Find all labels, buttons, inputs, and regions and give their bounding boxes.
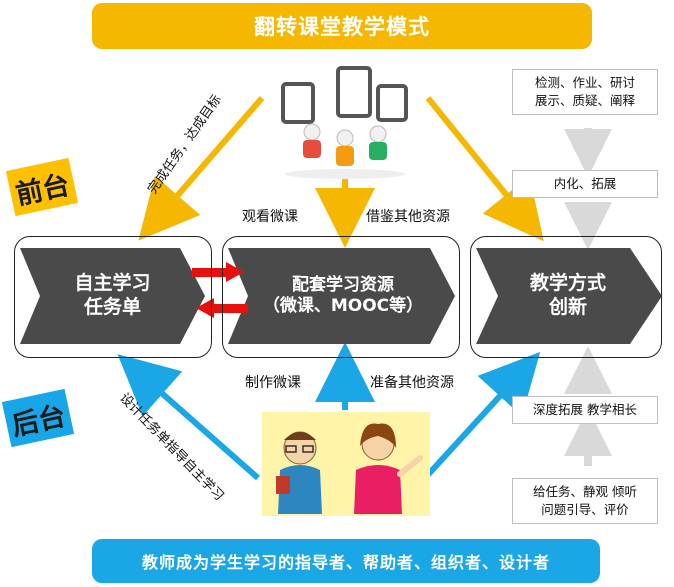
bidirectional-red-arrows: [192, 262, 248, 318]
label-make-micro: 制作微课: [245, 375, 301, 391]
note-internalize: 内化、拓展: [512, 170, 658, 198]
teaching-line1: 教学方式: [529, 272, 606, 295]
note-teacher-actions-line2: 问题引导、评价: [541, 502, 629, 517]
label-prepare-resources: 准备其他资源: [370, 375, 454, 391]
self-study-line1: 自主学习: [74, 272, 151, 295]
note-activities-line1: 检测、作业、研讨: [534, 74, 635, 90]
note-deepen: 深度拓展 教学相长: [512, 396, 658, 424]
self-study-frame: [14, 236, 212, 358]
page-title: 翻转课堂教学模式: [254, 15, 430, 39]
resources-line1: 配套学习资源: [292, 274, 394, 295]
teachers-illustration: [262, 412, 430, 516]
note-activities: 检测、作业、研讨 展示、质疑、阐释: [512, 69, 658, 115]
note-internalize-text: 内化、拓展: [553, 175, 617, 191]
arrow-up-self-study: [117, 354, 260, 481]
self-study-line2: 任务单: [83, 296, 141, 318]
teaching-line2: 创新: [548, 296, 587, 318]
chevron-teaching: [476, 248, 662, 344]
chevron-resources: [228, 248, 455, 344]
label-watch-micro: 观看微课: [242, 209, 298, 225]
footer-text: 教师成为学生学习的指导者、帮助者、组织者、设计者: [141, 553, 550, 572]
title-banner: 翻转课堂教学模式: [92, 3, 592, 49]
note-activities-line2: 展示、质疑、阐释: [534, 93, 635, 108]
resources-box: 配套学习资源 （微课、MOOC等）: [248, 250, 438, 342]
teaching-box: 教学方式 创新: [498, 250, 638, 342]
arrow-to-self-study: [138, 96, 265, 241]
note-teacher-actions-line1: 给任务、静观 倾听: [533, 483, 637, 499]
footer-banner: 教师成为学生学习的指导者、帮助者、组织者、设计者: [92, 539, 600, 583]
teaching-frame: [470, 236, 662, 358]
resources-frame: [222, 236, 460, 358]
note-teacher-actions: 给任务、静观 倾听 问题引导、评价: [512, 478, 658, 524]
arrow-up-teaching: [422, 351, 541, 481]
resources-line2: （微课、MOOC等）: [262, 296, 424, 316]
note-deepen-text: 深度拓展 教学相长: [533, 401, 637, 417]
students-devices-illustration: [281, 66, 408, 179]
self-study-box: 自主学习 任务单: [40, 250, 185, 342]
chevron-self-study: [20, 248, 205, 344]
arrow-to-teaching: [425, 96, 544, 242]
label-borrow-resources: 借鉴其他资源: [366, 209, 450, 225]
